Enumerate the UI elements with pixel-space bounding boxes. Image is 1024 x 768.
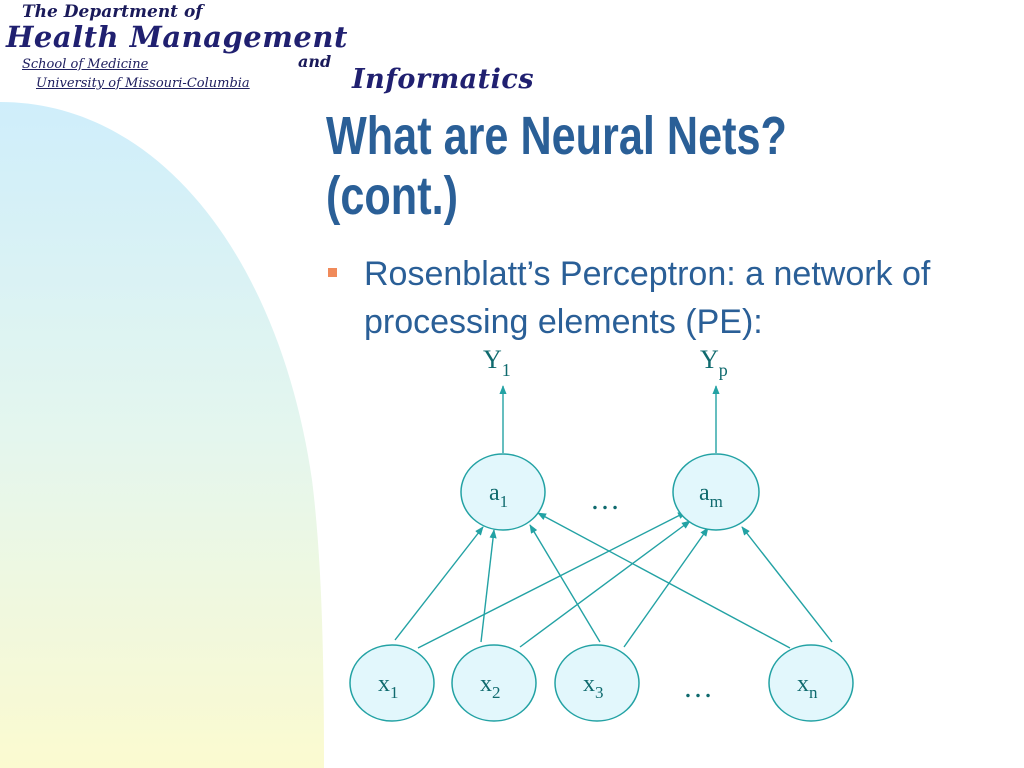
input-node-x1: x1 (349, 644, 435, 722)
edge-x1-a1 (394, 526, 484, 641)
input-node-x2: x2 (451, 644, 537, 722)
edge-x2-a1 (480, 529, 497, 643)
svg-text:am: am (699, 480, 723, 511)
output-label-yp: Yp (700, 345, 728, 380)
bullet-text: Rosenblatt’s Perceptron: a network of pr… (364, 255, 931, 341)
edge-xn-a1 (537, 512, 791, 649)
pe-node-a1: a1 (460, 453, 546, 531)
svg-text:x2: x2 (480, 671, 501, 702)
edge-x3-am (623, 527, 709, 648)
input-node-xn: xn (768, 644, 854, 722)
output-label-y1: Y1 (483, 345, 511, 380)
input-ellipsis: … (683, 671, 713, 704)
logo-informatics: Informatics (352, 64, 535, 95)
svg-text:xn: xn (797, 671, 818, 702)
edge-xn-am (741, 526, 833, 643)
department-logo: The Department of Health Management Scho… (0, 0, 620, 100)
bullet-marker-icon (328, 268, 337, 277)
logo-school-of-medicine: School of Medicine (22, 57, 149, 72)
pe-node-am: am (672, 453, 760, 531)
svg-text:x1: x1 (378, 671, 399, 702)
logo-university: University of Missouri-Columbia (36, 76, 250, 91)
svg-text:x3: x3 (583, 671, 604, 702)
pe-ellipsis: … (590, 483, 620, 516)
logo-and: and (298, 52, 332, 71)
logo-health-management: Health Management (6, 20, 348, 54)
edge-x3-a1 (529, 524, 601, 643)
slide-title: What are Neural Nets? (cont.) (326, 106, 787, 226)
logo-department-line: The Department of (22, 2, 203, 22)
svg-text:a1: a1 (489, 480, 508, 511)
input-node-x3: x3 (554, 644, 640, 722)
edge-x2-am (519, 520, 691, 648)
edge-x1-am (417, 511, 687, 649)
